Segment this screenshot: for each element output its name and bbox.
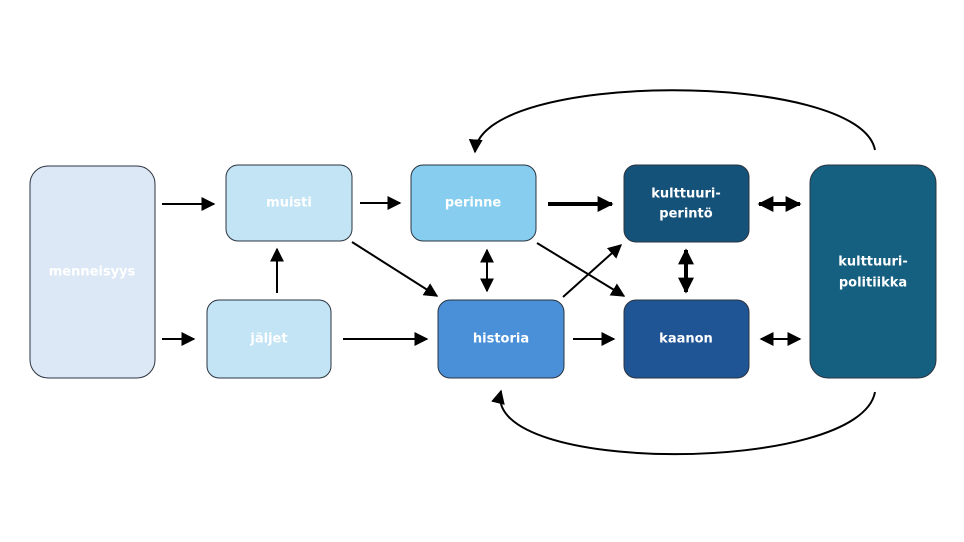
edge-muisti-to-historia-arrow: [351, 241, 439, 297]
edge-perinne-to-kaanon-arrow: [536, 242, 626, 297]
node-jaljet: jäljet: [206, 299, 332, 379]
node-perinne: perinne: [410, 164, 537, 242]
node-kulttuuriperinto-label-line2: perintö: [659, 207, 712, 222]
node-kulttuuriperinto-box: [623, 164, 750, 243]
node-jaljet-box: [206, 299, 332, 379]
node-kulttuuriperinto-label-line1: kulttuuri-: [651, 187, 721, 202]
node-kaanon: kaanon: [623, 299, 750, 379]
node-muisti: muisti: [225, 164, 353, 242]
node-menneisyys: menneisyys: [29, 165, 156, 379]
node-kulttuuripolitiikka-box: [809, 164, 937, 379]
node-menneisyys-label: menneisyys: [49, 265, 136, 280]
node-kaanon-label: kaanon: [659, 332, 713, 347]
node-historia-label: historia: [473, 332, 529, 347]
node-perinne-box: [410, 164, 537, 242]
node-kulttuuripolitiikka: kulttuuri- politiikka: [809, 164, 937, 379]
node-kulttuuripolitiikka-label-line1: kulttuuri-: [838, 255, 908, 270]
node-kaanon-box: [623, 299, 750, 379]
node-muisti-box: [225, 164, 353, 242]
node-muisti-label: muisti: [266, 196, 312, 211]
node-menneisyys-box: [29, 165, 156, 379]
node-historia-box: [437, 299, 565, 379]
edges-layer: [162, 89, 876, 456]
node-perinne-label: perinne: [445, 196, 501, 211]
node-jaljet-label: jäljet: [249, 332, 287, 347]
edge-kulttuuripolitiikka-to-historia-arrow: [491, 389, 876, 456]
node-kulttuuriperinto: kulttuuri- perintö: [623, 164, 750, 243]
edge-kulttuuripolitiikka-to-perinne-arrow: [468, 89, 876, 154]
node-kulttuuripolitiikka-label-line2: politiikka: [839, 276, 907, 291]
edge-historia-to-kulttuuriperinto-arrow: [562, 244, 623, 298]
node-historia: historia: [437, 299, 565, 379]
